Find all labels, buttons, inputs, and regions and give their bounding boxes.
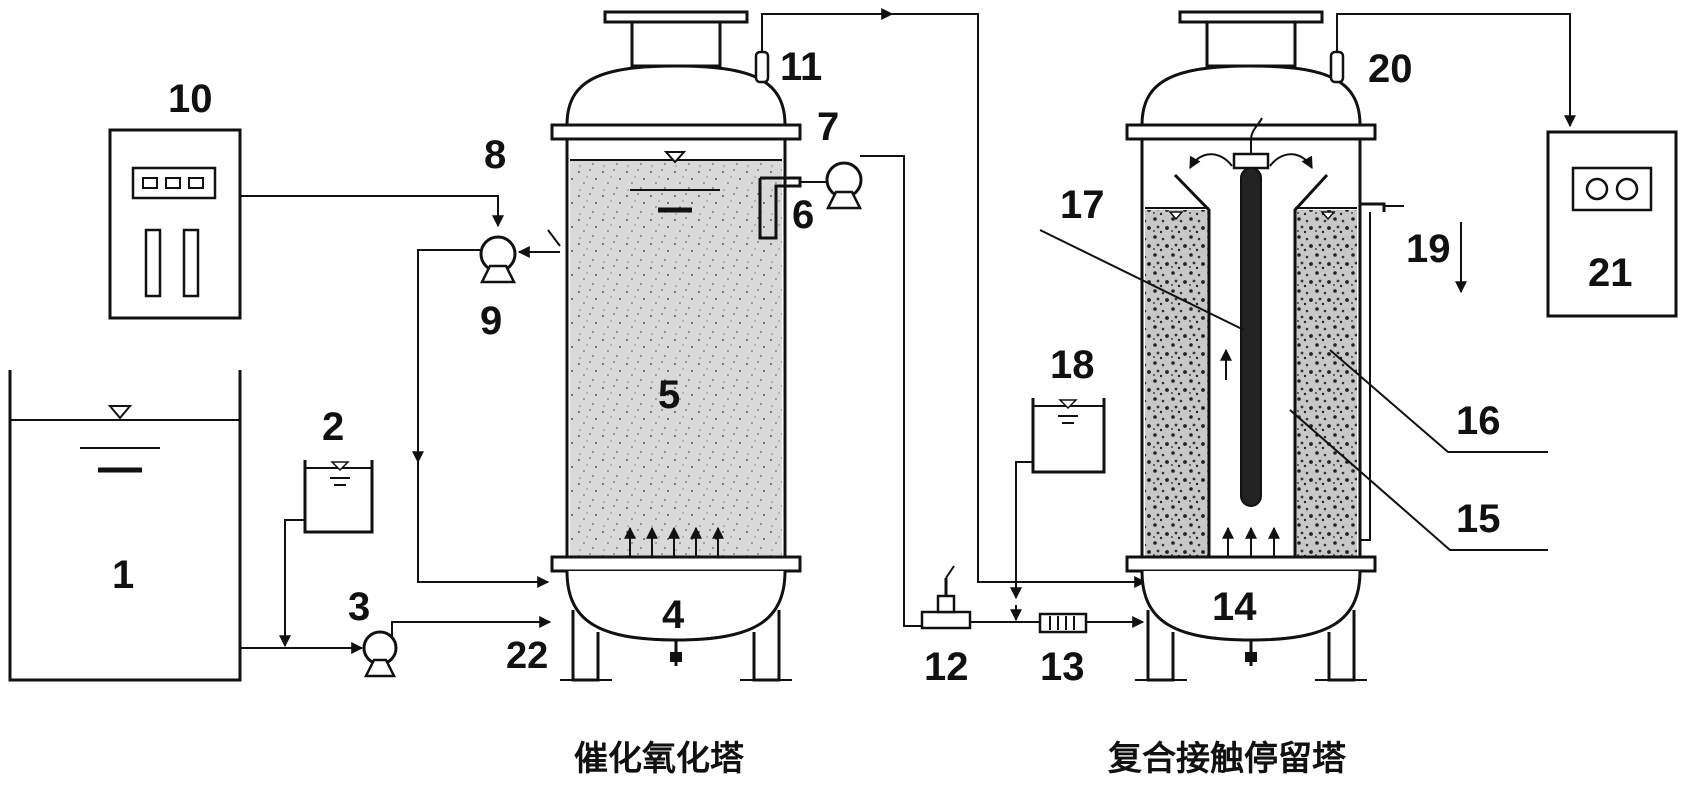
label-16: 16: [1456, 399, 1501, 443]
caption-tower-1: 催化氧化塔: [574, 739, 745, 779]
label-8: 8: [484, 133, 506, 177]
pump-9: [479, 235, 517, 284]
gas-line-top: [761, 13, 882, 52]
leader-16: [1329, 349, 1548, 453]
label-22: 22: [506, 635, 548, 677]
offgas-line: [1336, 13, 1576, 128]
dosing-device-12: [920, 565, 972, 630]
label-9: 9: [480, 299, 502, 343]
recycle-return-line: [417, 249, 550, 588]
flow-meter-13: [1038, 612, 1088, 634]
label-2: 2: [322, 405, 344, 449]
pump-7: [800, 161, 863, 210]
label-4: 4: [662, 593, 685, 637]
label-18: 18: [1050, 343, 1095, 387]
pump-3: [362, 630, 398, 678]
label-21: 21: [1588, 251, 1633, 295]
feed-piping: [240, 519, 552, 654]
label-19: 19: [1406, 227, 1451, 271]
gas-analyzer-21: [1546, 130, 1678, 318]
label-5: 5: [658, 373, 680, 417]
label-15: 15: [1456, 497, 1501, 541]
label-13: 13: [1040, 645, 1085, 689]
transfer-line-7: [860, 155, 922, 627]
caption-tower-2: 复合接触停留塔: [1108, 739, 1347, 779]
reagent-tank-18: [1031, 398, 1106, 474]
catalytic-oxidation-tower: [550, 10, 802, 682]
label-14: 14: [1212, 585, 1257, 629]
controller-10: [108, 128, 242, 320]
gas-line-to-tower2: [886, 13, 1147, 588]
leader-17: [1039, 229, 1245, 331]
label-12: 12: [924, 645, 969, 689]
control-signal-line: [240, 195, 504, 228]
label-20: 20: [1368, 47, 1413, 91]
label-1: 1: [112, 553, 134, 597]
label-10: 10: [168, 77, 213, 121]
label-7: 7: [817, 105, 839, 149]
reagent-tank-2: [303, 460, 374, 534]
label-17: 17: [1060, 183, 1105, 227]
label-11: 11: [780, 45, 822, 89]
leader-15: [1289, 409, 1548, 551]
label-3: 3: [348, 585, 370, 629]
label-6: 6: [792, 193, 814, 237]
composite-contact-retention-tower: [1125, 10, 1386, 682]
leader-8: [547, 229, 561, 247]
raw-water-tank: [8, 370, 242, 682]
